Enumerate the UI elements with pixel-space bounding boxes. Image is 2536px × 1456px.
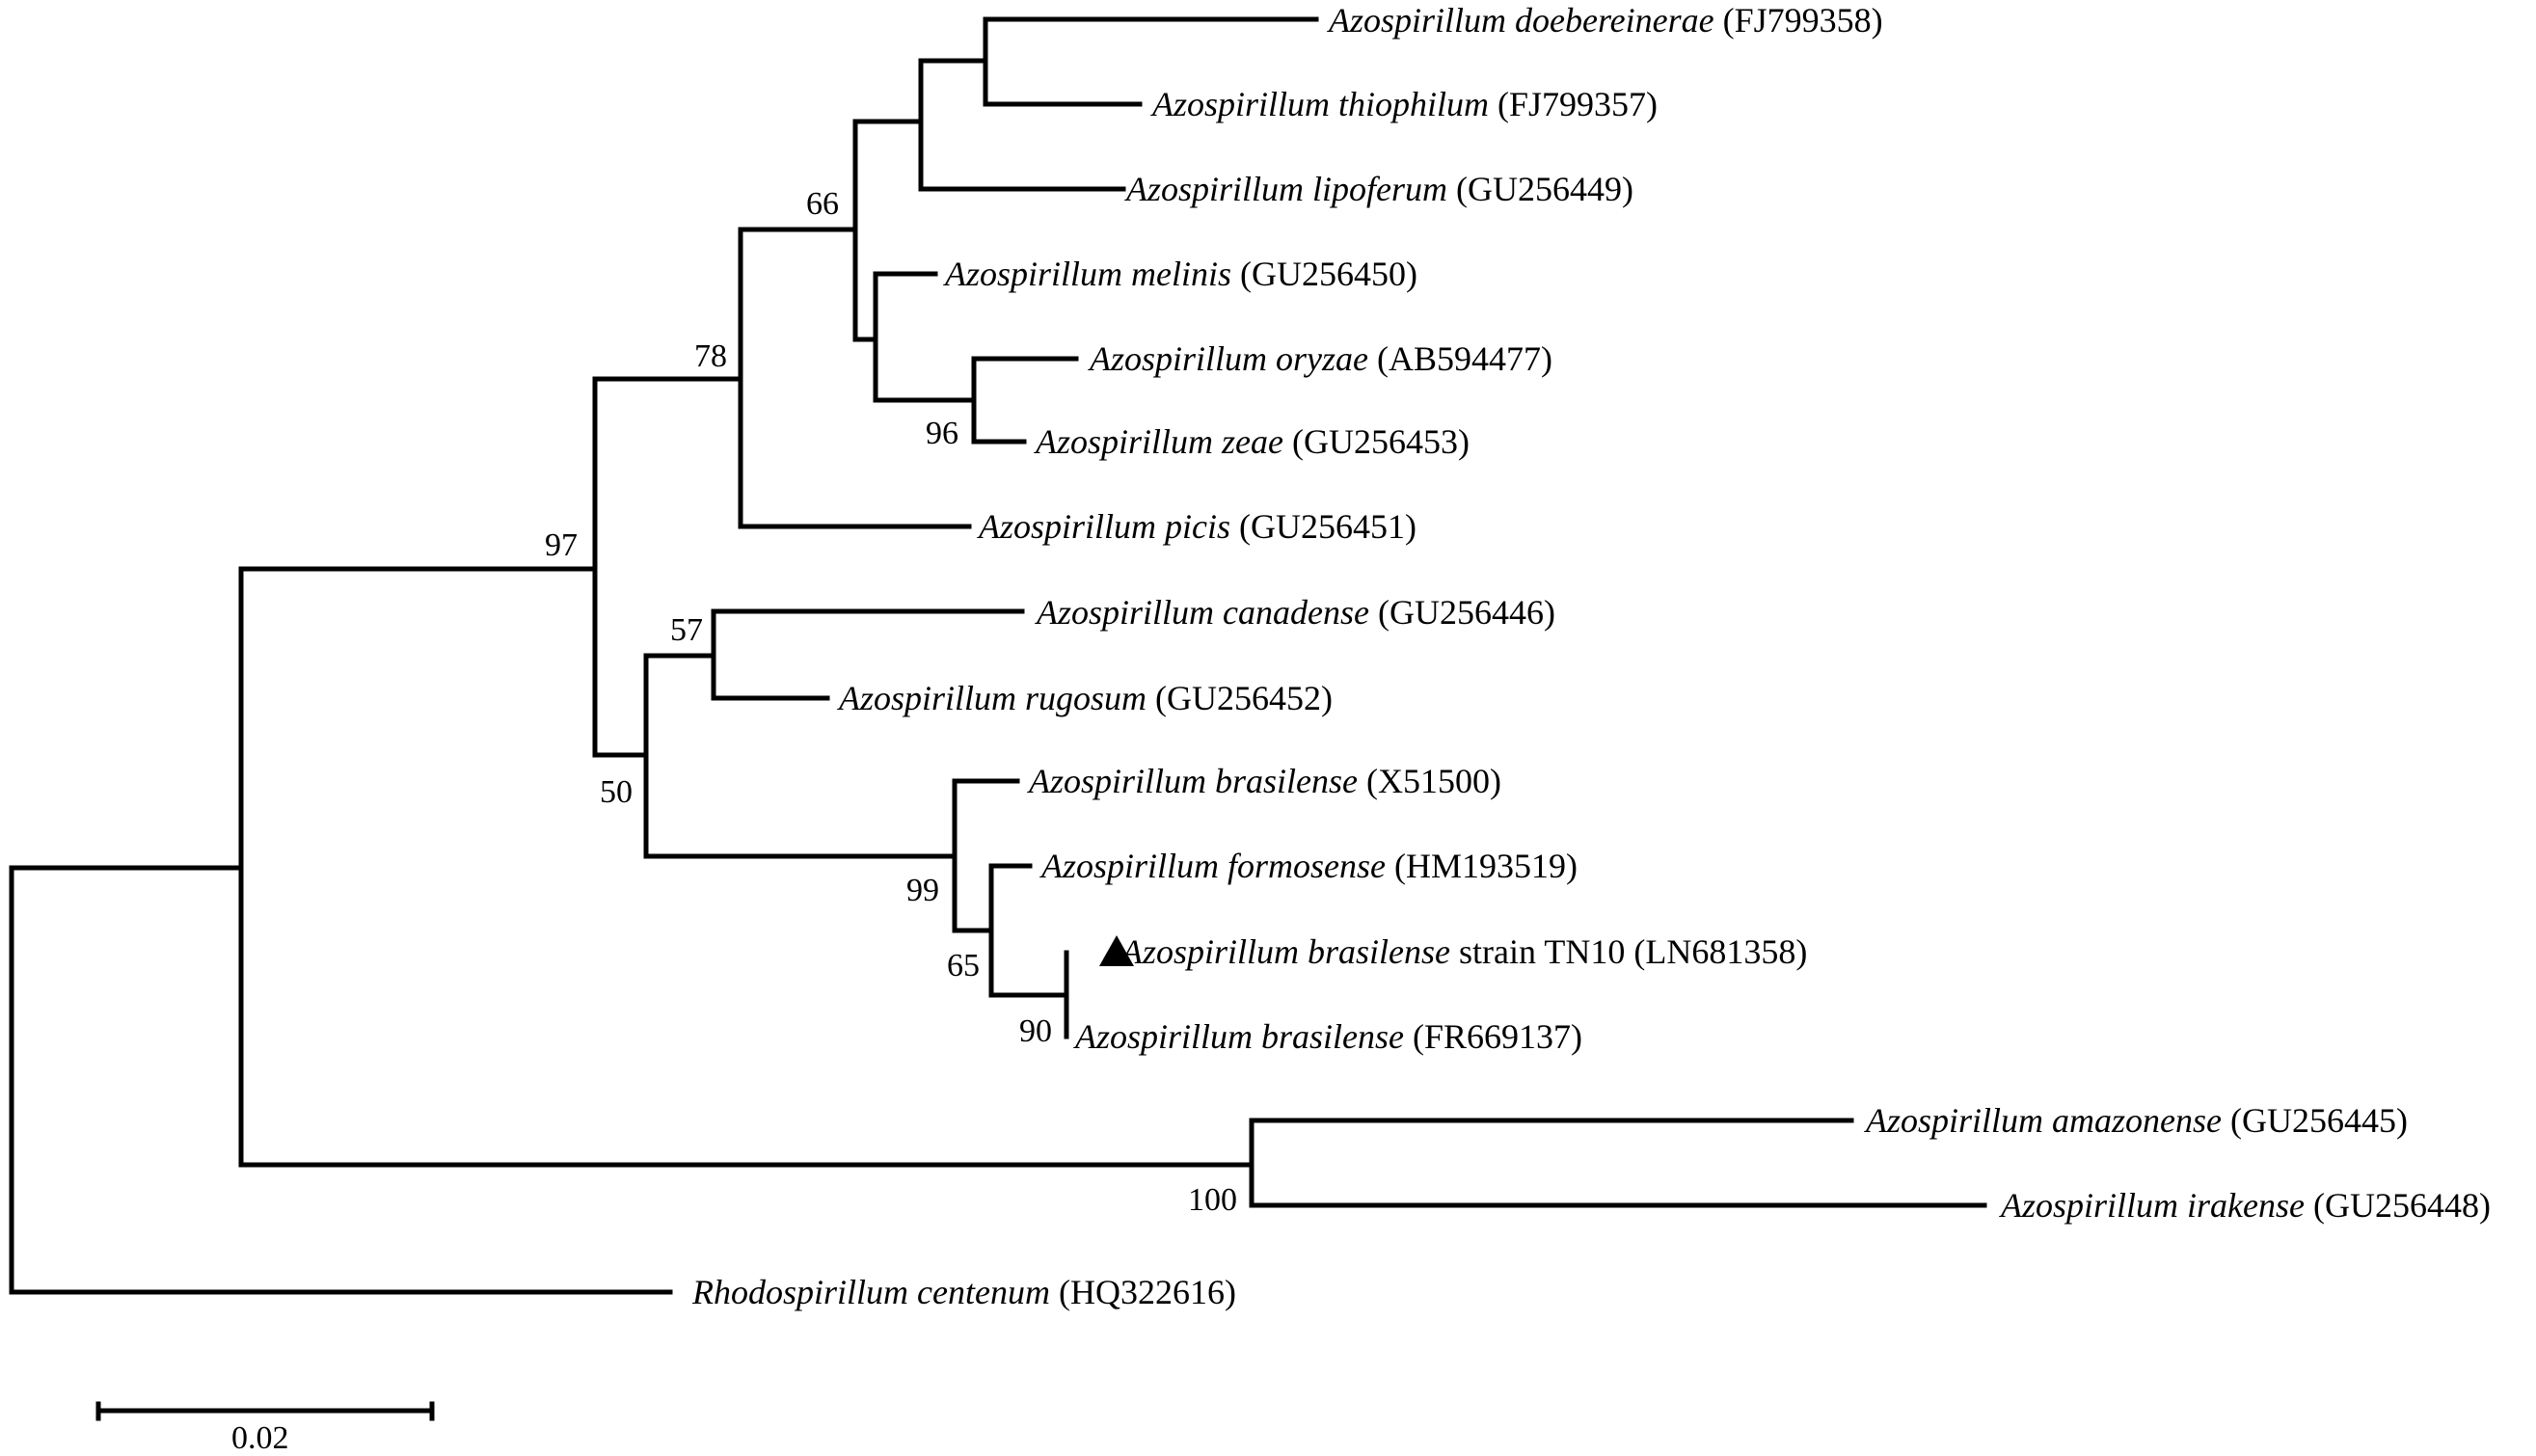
bootstrap-100: 100 — [1188, 1182, 1237, 1218]
taxon-oryzae: Azospirillum oryzae (AB594477) — [1088, 339, 1552, 378]
branches — [9, 16, 1987, 1295]
taxon-rugosum: Azospirillum rugosum (GU256452) — [837, 679, 1333, 717]
taxon-thiophilum: Azospirillum thiophilum (FJ799357) — [1150, 85, 1658, 123]
tip-labels: Azospirillum doebereinerae (FJ799358) Az… — [691, 1, 2491, 1311]
bootstrap-57: 57 — [670, 612, 703, 648]
taxon-brasilense-fr669137: Azospirillum brasilense (FR669137) — [1073, 1017, 1582, 1056]
bootstrap-65: 65 — [947, 948, 980, 984]
bootstrap-50: 50 — [600, 774, 633, 810]
triangle-marker-icon — [1099, 935, 1134, 966]
taxon-formosense: Azospirillum formosense (HM193519) — [1039, 847, 1578, 885]
taxon-canadense: Azospirillum canadense (GU256446) — [1035, 593, 1555, 632]
bootstrap-99: 99 — [906, 873, 939, 908]
bootstrap-66: 66 — [806, 186, 839, 222]
taxon-melinis: Azospirillum melinis (GU256450) — [943, 255, 1417, 293]
taxon-zeae: Azospirillum zeae (GU256453) — [1034, 422, 1470, 461]
taxon-centenum: Rhodospirillum centenum (HQ322616) — [691, 1273, 1236, 1311]
taxon-brasilense-x51500: Azospirillum brasilense (X51500) — [1027, 762, 1501, 800]
taxon-amazonense: Azospirillum amazonense (GU256445) — [1864, 1101, 2408, 1140]
taxon-picis: Azospirillum picis (GU256451) — [977, 507, 1416, 546]
bootstrap-values: 66 78 97 96 57 50 99 65 90 100 — [545, 186, 1237, 1218]
bootstrap-97: 97 — [545, 527, 578, 563]
taxon-tn10: Azospirillum brasilense strain TN10 (LN6… — [1120, 932, 1807, 971]
taxon-doebereinerae: Azospirillum doebereinerae (FJ799358) — [1327, 1, 1883, 40]
scale-bar: 0.02 — [95, 1401, 435, 1456]
bootstrap-96: 96 — [926, 416, 958, 451]
scale-bar-label: 0.02 — [231, 1420, 289, 1456]
taxon-lipoferum: Azospirillum lipoferum (GU256449) — [1124, 170, 1633, 208]
bootstrap-90: 90 — [1019, 1013, 1052, 1049]
taxon-irakense: Azospirillum irakense (GU256448) — [1999, 1186, 2491, 1225]
bootstrap-78: 78 — [694, 338, 727, 374]
